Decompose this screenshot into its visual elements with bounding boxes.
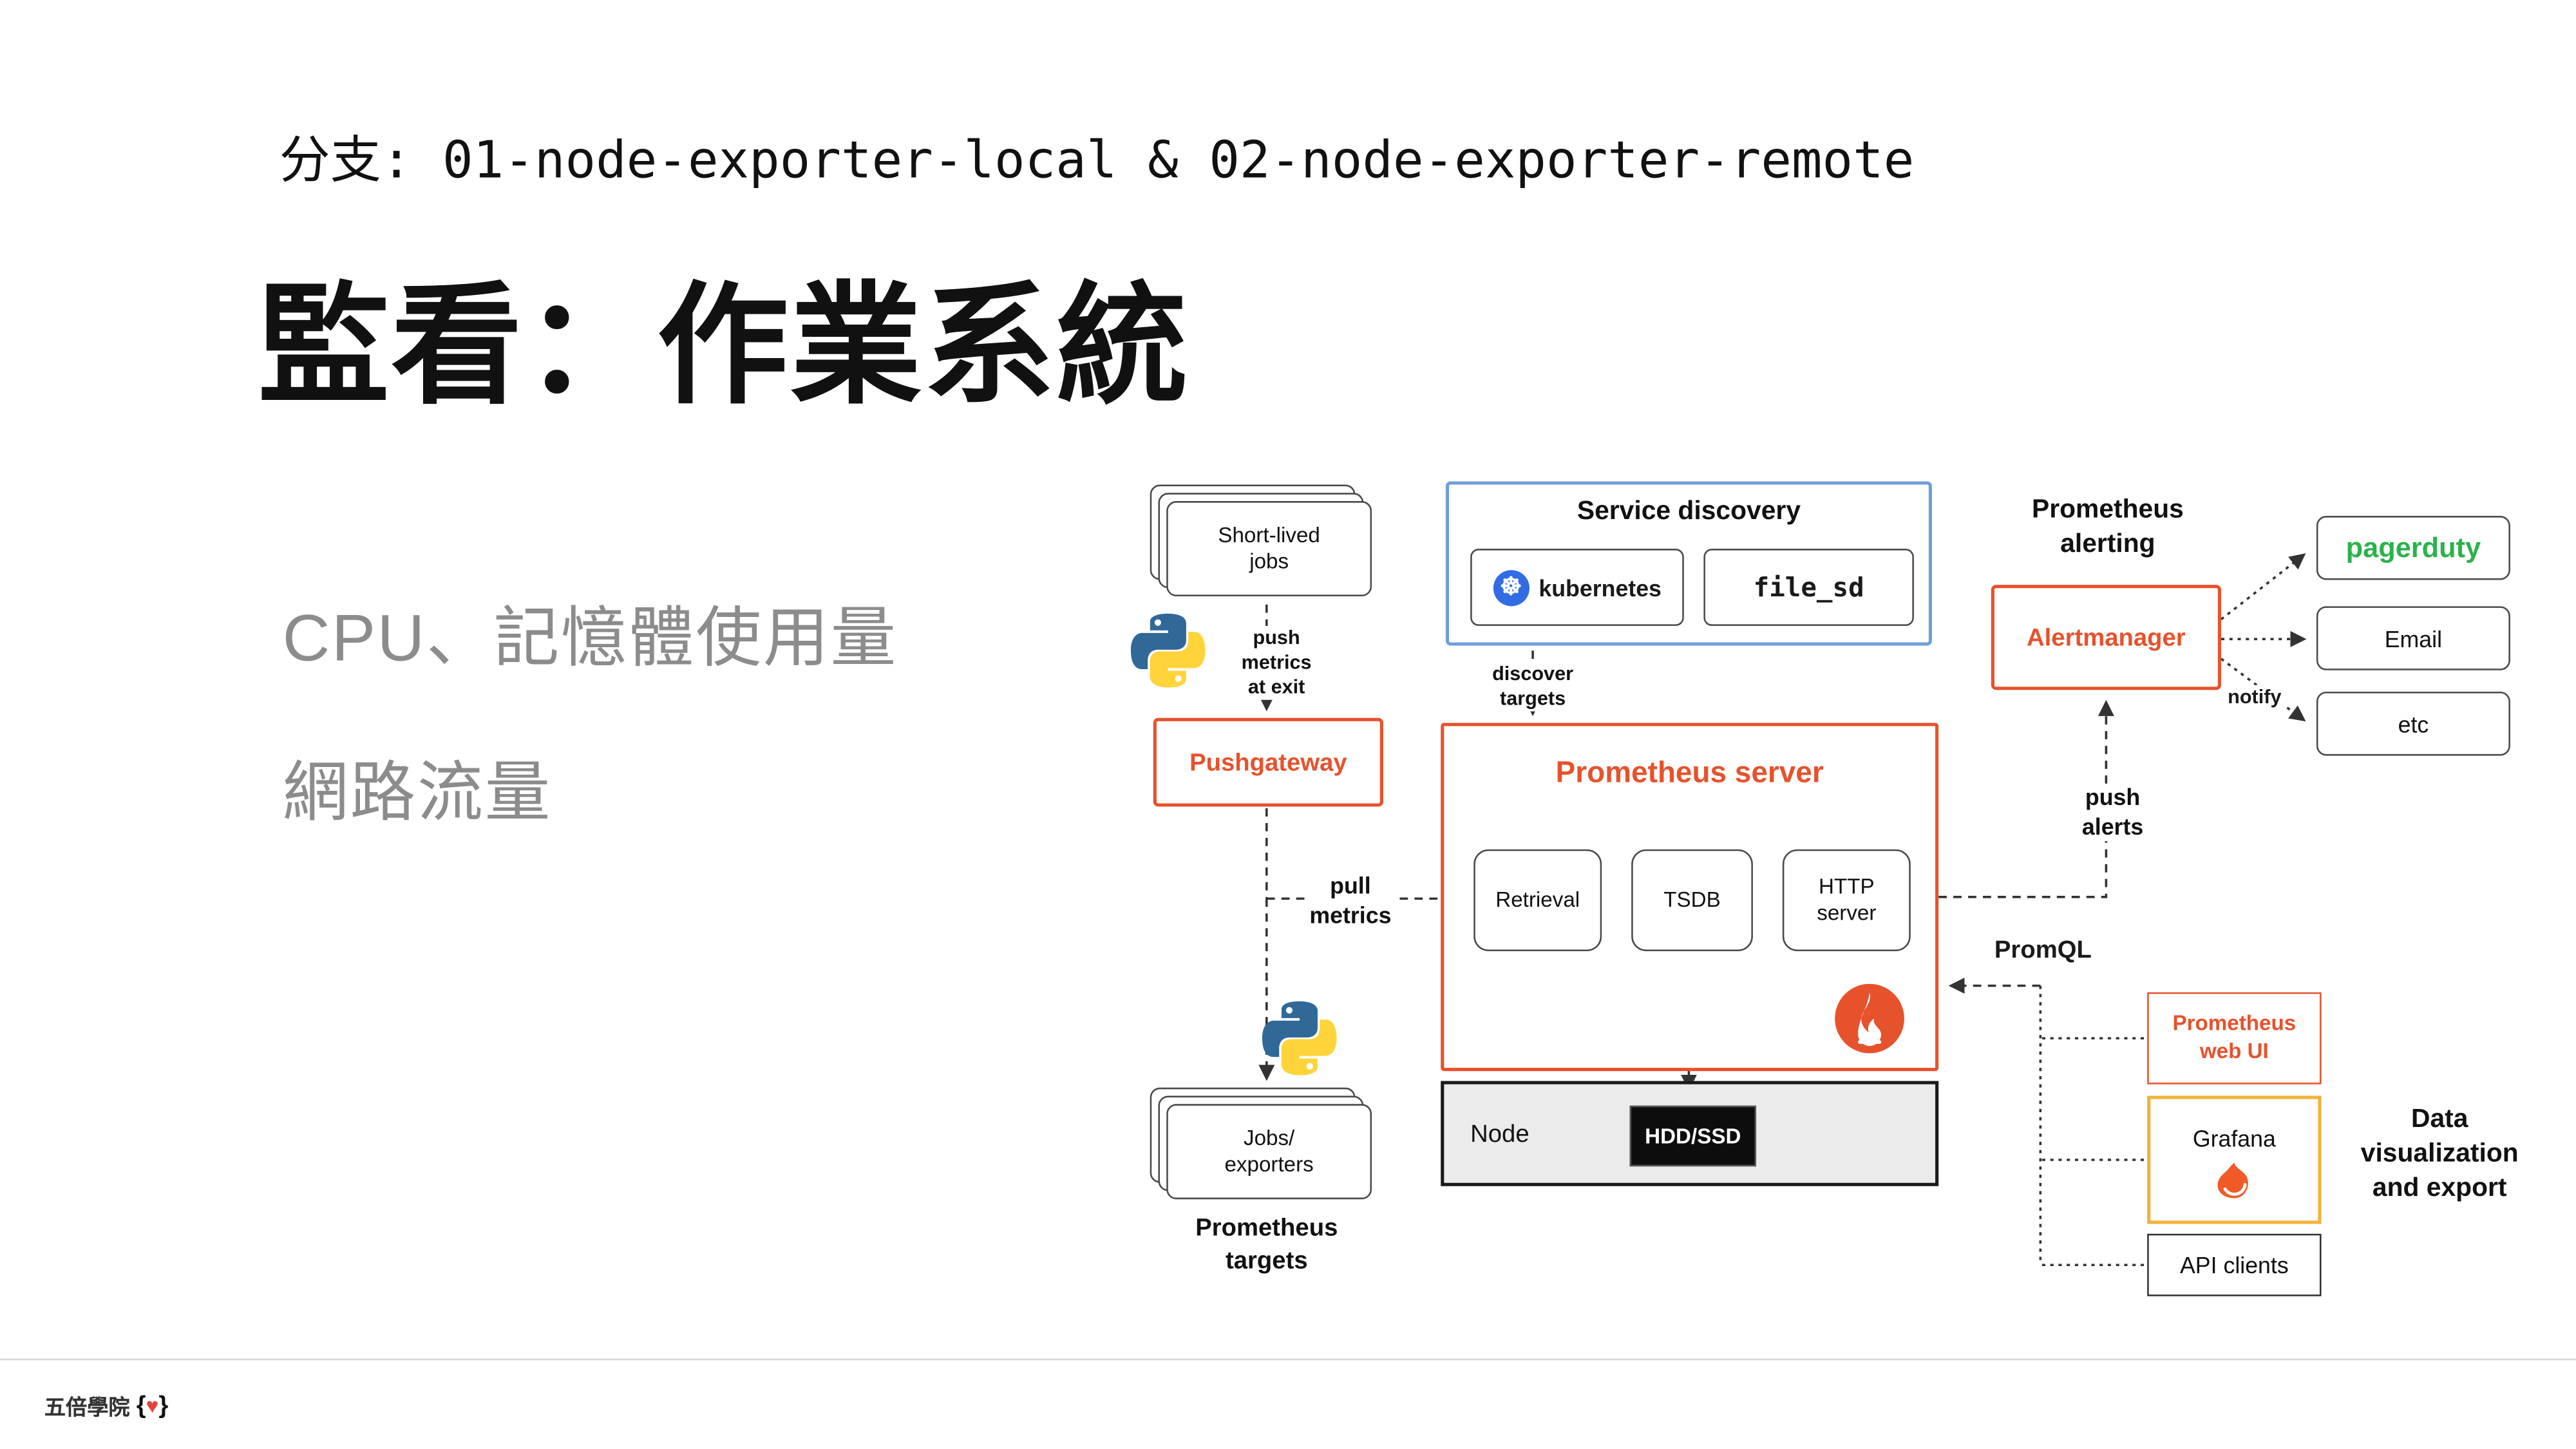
pushgateway-box: Pushgateway — [1153, 717, 1383, 807]
push-alerts-label: push alerts — [2073, 783, 2152, 842]
data-visualization-caption: Data visualization and export — [2360, 1105, 2519, 1203]
service-discovery-title: Service discovery — [1577, 497, 1801, 526]
kubernetes-box: ☸ kubernetes — [1470, 549, 1684, 626]
discover-targets-label: discover targets — [1480, 662, 1586, 712]
bullet-network-traffic: 網路流量 — [282, 757, 553, 830]
bullet-cpu-memory: CPU、記憶體使用量 — [282, 603, 898, 676]
footer-brand-name: 五倍學院 — [44, 1394, 130, 1420]
etc-box: etc — [2316, 691, 2510, 756]
node-panel: Node HDD/SSD — [1441, 1081, 1939, 1186]
kubernetes-icon: ☸ — [1492, 569, 1530, 606]
python-icon — [1262, 1001, 1337, 1075]
http-server-box: HTTP server — [1782, 849, 1911, 952]
node-label: Node — [1470, 1119, 1530, 1148]
prometheus-server-panel: Prometheus server Retrieval TSDB HTTP se… — [1441, 723, 1939, 1072]
prometheus-alerting-heading: Prometheus alerting — [2031, 496, 2184, 558]
kubernetes-label: kubernetes — [1539, 574, 1662, 601]
prometheus-web-ui-box: Prometheus web UI — [2147, 992, 2322, 1084]
tsdb-box: TSDB — [1631, 849, 1753, 952]
page-title: 監看：作業系統 — [258, 272, 1189, 419]
short-lived-jobs-stack: Short-lived jobs — [1150, 484, 1380, 603]
grafana-label: Grafana — [2192, 1125, 2276, 1152]
alertmanager-box: Alertmanager — [1991, 585, 2221, 690]
branch-subtitle: 分支: 01-node-exporter-local & 02-node-exp… — [279, 131, 1915, 191]
jobs-exporters-stack: Jobs/ exporters — [1150, 1087, 1380, 1206]
promql-label: PromQL — [1991, 936, 2096, 965]
python-icon — [1130, 613, 1206, 688]
jobs-exporters-card: Jobs/ exporters — [1166, 1104, 1372, 1200]
prometheus-server-title: Prometheus server — [1555, 755, 1824, 789]
retrieval-box: Retrieval — [1473, 849, 1602, 952]
push-metrics-at-exit-label: push metrics at exit — [1215, 625, 1338, 700]
email-box: Email — [2316, 606, 2510, 670]
short-lived-jobs-card: Short-lived jobs — [1166, 501, 1372, 597]
heart-icon: ♥ — [146, 1393, 159, 1418]
grafana-icon — [2217, 1162, 2248, 1198]
footer-logo: {♥} — [136, 1391, 169, 1420]
api-clients-box: API clients — [2147, 1233, 2322, 1296]
pagerduty-box: pagerduty — [2316, 516, 2510, 580]
notify-label: notify — [2224, 685, 2285, 708]
footer-brand: 五倍學院 {♥} — [44, 1390, 168, 1421]
grafana-box: Grafana — [2147, 1095, 2322, 1224]
hdd-ssd-box: HDD/SSD — [1629, 1105, 1757, 1167]
pull-metrics-label: pull metrics — [1304, 869, 1397, 933]
prometheus-targets-label: Prometheus targets — [1195, 1214, 1338, 1276]
file-sd-box: file_sd — [1703, 549, 1914, 626]
service-discovery-panel: Service discovery ☸ kubernetes file_sd — [1445, 481, 1932, 646]
prometheus-flame-icon — [1835, 983, 1904, 1054]
footer-divider — [0, 1358, 2576, 1361]
